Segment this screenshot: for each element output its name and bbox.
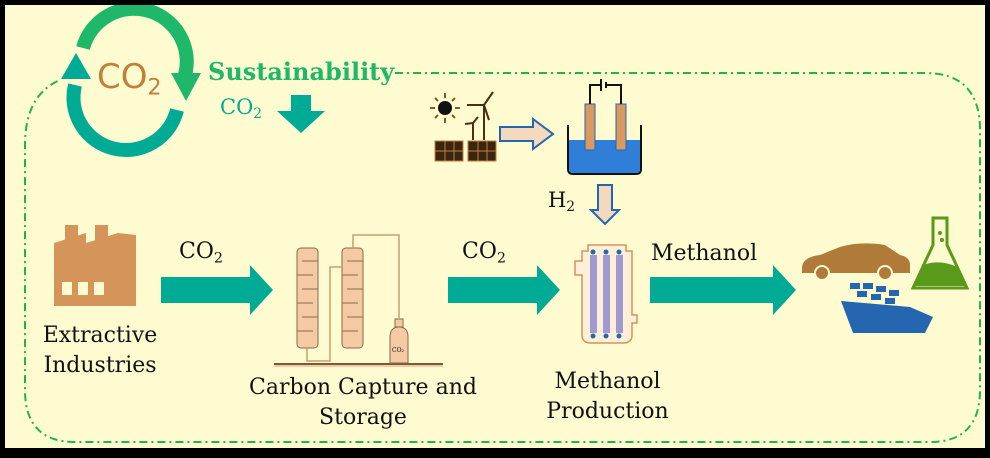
energy-arrow (499, 117, 555, 151)
co2-reduction-label: CO2 (220, 95, 262, 123)
solar-panel-icon (434, 140, 497, 162)
co2-arrow-label-2: CO2 (462, 239, 506, 267)
co2-flow-arrow-1 (161, 265, 273, 315)
methanol-production-label: Methanol Production (546, 369, 669, 424)
diagram-canvas (24, 5, 981, 443)
carbon-capture-label: Carbon Capture and Storage (249, 375, 477, 430)
sun-icon (430, 93, 460, 123)
h2-arrow (588, 184, 622, 226)
down-arrow-icon (277, 95, 325, 133)
methanol-arrow-label: Methanol (651, 241, 758, 266)
co2-flow-arrow-2 (448, 265, 560, 315)
co2-cycle-icon (61, 5, 201, 157)
flask-icon (910, 216, 970, 290)
methanol-flow-arrow (650, 265, 796, 315)
co2-arrow-label-1: CO2 (179, 239, 223, 267)
reactor-icon (574, 244, 638, 344)
sustainability-title: Sustainability (208, 57, 395, 86)
extractive-industries-label: Extractive Industries (42, 323, 158, 378)
h2-label: H2 (548, 188, 576, 216)
system-boundary (24, 72, 981, 443)
factory-icon (54, 225, 136, 306)
wind-turbine-icon (464, 91, 494, 140)
capture-columns-icon (274, 234, 443, 367)
gas-cylinder-icon (389, 318, 409, 364)
ship-icon (841, 283, 933, 333)
cycle-co2-label: CO2 (97, 57, 162, 101)
car-icon (802, 243, 910, 281)
tank-label: CO₂ (392, 347, 404, 354)
electrolyzer-icon (567, 79, 642, 175)
